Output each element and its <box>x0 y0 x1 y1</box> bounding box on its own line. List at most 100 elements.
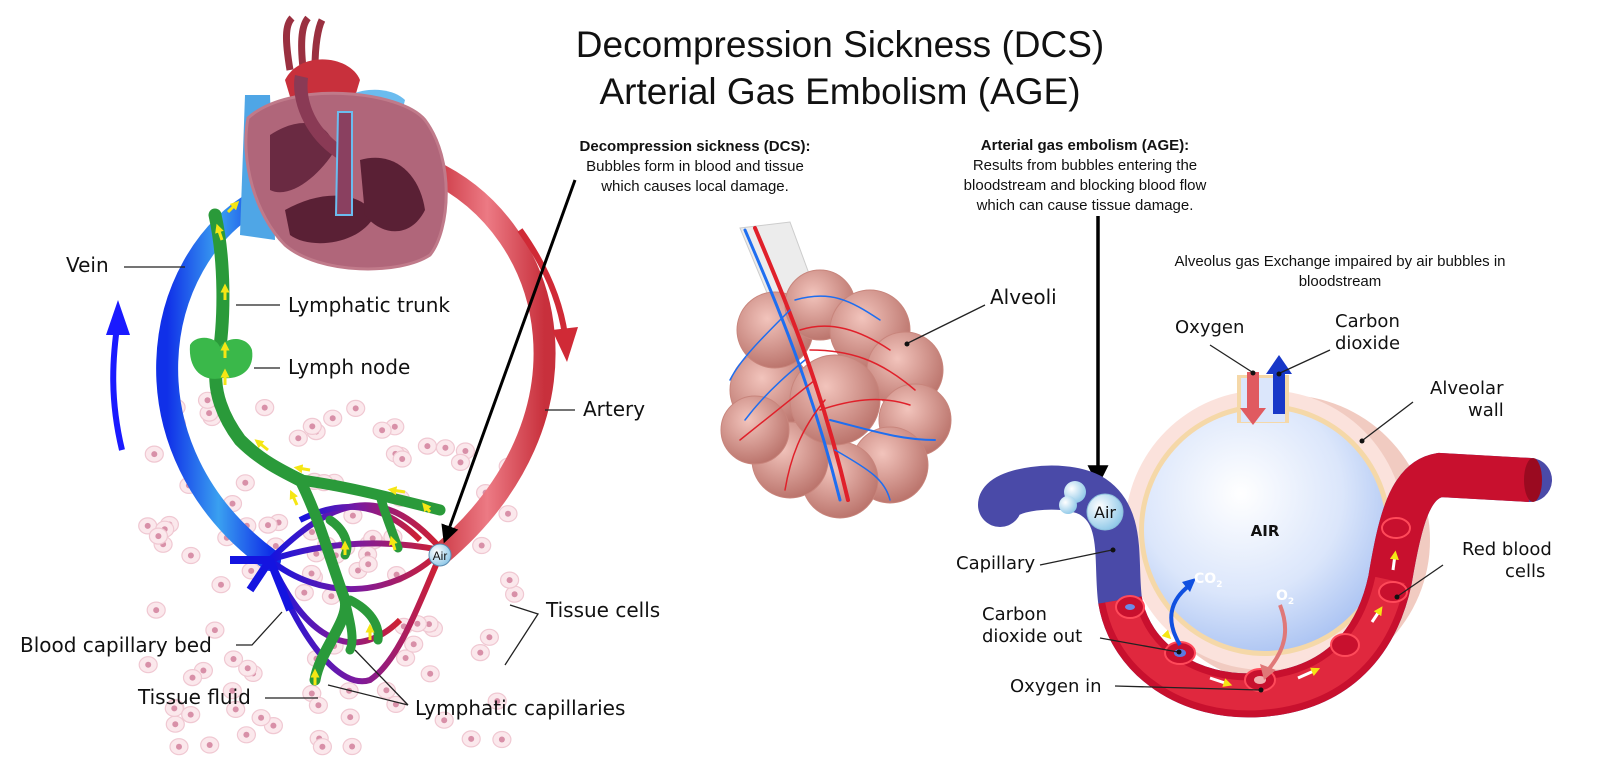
tissue-cell-nucleus <box>442 444 449 451</box>
tissue-cell-nucleus <box>243 731 250 738</box>
blood-flow-arrows <box>1155 550 1399 687</box>
label-carbon-dioxide-2: dioxide <box>1335 333 1400 354</box>
tissue-cell-nucleus <box>347 714 354 721</box>
title-line-1: Decompression Sickness (DCS) <box>576 24 1104 65</box>
tissue-cell-nucleus <box>244 665 251 672</box>
tissue-cell-nucleus <box>352 405 359 412</box>
heart <box>240 15 448 271</box>
tissue-cell-nucleus <box>511 591 518 598</box>
tissue-cell-nucleus <box>505 510 511 517</box>
lymphatic-system <box>208 208 446 686</box>
tissue-cell-nucleus <box>211 627 218 634</box>
tissue-cell-nucleus <box>155 533 162 540</box>
label-alveolar-wall-2: wall <box>1468 400 1504 421</box>
o2-diffusion-arrow <box>1266 604 1288 672</box>
tissue-cell-nucleus <box>426 621 432 628</box>
label-lymphatic-trunk: Lymphatic trunk <box>288 293 450 317</box>
label-blood-capillary-bed: Blood capillary bed <box>20 633 212 657</box>
label-lymph-node: Lymph node <box>288 355 410 379</box>
dcs-caption-line-2: which causes local damage. <box>600 178 789 195</box>
label-vein: Vein <box>66 253 109 277</box>
tissue-cell-nucleus <box>261 404 268 411</box>
lymph-node <box>189 337 253 379</box>
tissue-cell-nucleus <box>270 722 277 729</box>
tissue-cell-nucleus <box>295 435 302 442</box>
label-oxygen-in: Oxygen in <box>1010 676 1102 697</box>
title-line-2: Arterial Gas Embolism (AGE) <box>599 71 1080 112</box>
tissue-cell-nucleus <box>309 529 315 535</box>
tissue-cell-nucleus <box>414 620 421 627</box>
tissue-cell-nucleus <box>272 543 279 549</box>
tissue-cell-nucleus <box>258 714 265 721</box>
tissue-cell-nucleus <box>399 456 406 462</box>
co2-diffusion-arrow <box>1169 583 1192 647</box>
tissue-cell-nucleus <box>478 542 485 549</box>
tissue-cell-nucleus <box>369 535 376 542</box>
label-tissue-cells: Tissue cells <box>545 598 660 622</box>
label-lymphatic-capillaries: Lymphatic capillaries <box>415 696 625 720</box>
tissue-cell-nucleus <box>308 690 315 697</box>
tissue-cell-nucleus <box>379 427 386 434</box>
tissue-cell-nucleus <box>383 687 390 694</box>
lymph-flow-arrows <box>215 200 432 685</box>
tissue-cell-nucleus <box>172 721 179 728</box>
tissue-cell-nucleus <box>355 567 361 574</box>
venous-flow-arrow <box>110 319 125 451</box>
age-caption-line-2: bloodstream and blocking blood flow <box>964 177 1207 194</box>
label-alveoli: Alveoli <box>990 285 1057 309</box>
label-alveolar-wall-1: Alveolar <box>1430 378 1504 399</box>
tissue-cell-nucleus <box>187 552 194 559</box>
label-red-blood-cells-2: cells <box>1505 561 1545 582</box>
tissue-cell-nucleus <box>301 589 308 596</box>
tissue-cell-nucleus <box>319 743 326 750</box>
tissue-cell-nucleus <box>308 570 315 577</box>
tissue-cell-nucleus <box>402 655 409 661</box>
alveoli-cluster <box>720 221 952 519</box>
tissue-cell-nucleus <box>457 459 464 466</box>
tissue-cell-nucleus <box>329 415 336 422</box>
tissue-cell-nucleus <box>229 500 236 507</box>
tissue-cell-nucleus <box>441 717 448 724</box>
label-co2-out-1: Carbon <box>982 604 1047 625</box>
tissue-cell-nucleus <box>427 670 434 677</box>
oxygen-in-arrow <box>1240 372 1266 425</box>
dcs-caption-heading: Decompression sickness (DCS): <box>580 138 811 155</box>
age-caption-heading: Arterial gas embolism (AGE): <box>981 137 1189 154</box>
tissue-cell-nucleus <box>349 743 356 750</box>
tissue-cell-nucleus <box>204 397 211 404</box>
tissue-cell-nucleus <box>391 423 398 430</box>
tissue-cell-nucleus <box>313 550 320 557</box>
tissue-cell-nucleus <box>424 443 431 450</box>
tissue-cell-nucleus <box>206 742 213 748</box>
tissue-cell-nucleus <box>151 451 158 458</box>
tissue-cell-nucleus <box>315 702 322 709</box>
tissue-cell-nucleus <box>206 410 213 417</box>
tissue-cell-nucleus <box>248 567 255 574</box>
tissue-cells-background <box>138 391 525 756</box>
tissue-cell-nucleus <box>187 711 194 718</box>
tissue-cell-nucleus <box>230 656 237 662</box>
label-tissue-fluid: Tissue fluid <box>137 685 251 709</box>
air-bubble-capillary <box>428 543 452 567</box>
tissue-cell-nucleus <box>494 698 501 705</box>
o2-symbol: O2 <box>1276 588 1294 607</box>
dcs-pointer-arrow <box>441 179 577 544</box>
alveolus-caption-line-1: Alveolus gas Exchange impaired by air bu… <box>1174 253 1505 270</box>
tissue-cell-nucleus <box>171 705 178 712</box>
tissue-cell-nucleus <box>242 479 249 486</box>
tissue-cell-nucleus <box>462 448 469 454</box>
tissue-cell-nucleus <box>486 634 493 641</box>
label-red-blood-cells-1: Red blood <box>1462 539 1552 560</box>
air-bubble-capillary-label: Air <box>433 549 448 563</box>
tissue-cell-nucleus <box>365 561 372 568</box>
age-caption-line-1: Results from bubbles entering the <box>973 157 1197 174</box>
tissue-cell-nucleus <box>506 577 513 584</box>
tissue-cell-nucleus <box>265 522 271 529</box>
tissue-cell-nucleus <box>393 571 400 578</box>
tissue-cell-nucleus <box>200 667 207 674</box>
age-caption-line-3: which can cause tissue damage. <box>976 197 1194 214</box>
label-artery: Artery <box>583 397 645 421</box>
air-center-label: AIR <box>1251 522 1280 540</box>
alveolus-caption-line-2: bloodstream <box>1299 273 1382 290</box>
